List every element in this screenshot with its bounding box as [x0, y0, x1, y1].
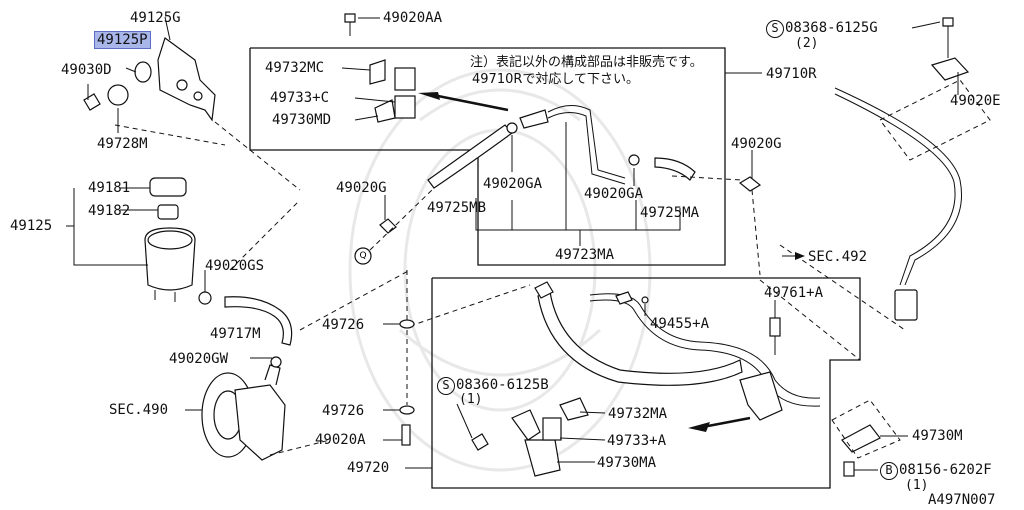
label-sec492: SEC.492 [808, 249, 868, 265]
reservoir-tank [66, 177, 196, 302]
label-49720: 49720 [347, 460, 390, 476]
label-08156-qty: (1) [905, 478, 929, 493]
label-49030D: 49030D [61, 62, 112, 78]
label-49020GA-1: 49020GA [483, 176, 543, 192]
label-49725MB: 49725MB [427, 200, 487, 216]
label-49020A: 49020A [315, 432, 366, 448]
figure-code: A497N007 [928, 492, 996, 508]
label-sec490: SEC.490 [109, 402, 169, 418]
label-49733A: 49733+A [607, 433, 667, 449]
label-08360-qty: (1) [459, 392, 483, 407]
clamp-49730M [831, 399, 908, 477]
label-49717M: 49717M [210, 326, 261, 342]
pressure-hose-assembly [299, 269, 821, 477]
box-49710R [249, 47, 726, 266]
label-49181: 49181 [88, 180, 131, 196]
bolt-symbol: B [880, 462, 898, 480]
label-49020G-left: 49020G [336, 180, 387, 196]
label-49726-2: 49726 [322, 403, 365, 419]
label-49728M: 49728M [97, 136, 148, 152]
note-line-2: 49710Rで対応して下さい。 [472, 72, 639, 87]
label-49455A: 49455+A [650, 316, 710, 332]
label-49020E: 49020E [950, 93, 1001, 109]
label-49730MD: 49730MD [272, 112, 332, 128]
reference-marker-q: Q [359, 251, 367, 261]
clamp-right [738, 150, 762, 276]
box-49720 [431, 277, 861, 489]
label-49725MA: 49725MA [640, 205, 700, 221]
label-49732MA: 49732MA [608, 406, 668, 422]
clamp-left [354, 189, 433, 265]
screw-symbol: S [766, 20, 784, 38]
label-49761A: 49761+A [764, 285, 824, 301]
label-49125: 49125 [10, 218, 53, 234]
label-08368-qty: (2) [795, 36, 819, 51]
screw-symbol: S [437, 377, 455, 395]
label-49723MA: 49723MA [555, 247, 615, 263]
label-49020AA: 49020AA [383, 10, 443, 26]
note-line-1: 注）表記以外の構成部品は非販売です。 [470, 55, 703, 70]
label-49710R: 49710R [766, 66, 817, 82]
label-49730M: 49730M [912, 428, 963, 444]
reservoir-bracket [83, 16, 216, 133]
label-49182: 49182 [88, 203, 131, 219]
label-49125P-highlighted[interactable]: 49125P [94, 31, 151, 49]
label-49020GS: 49020GS [205, 258, 265, 274]
return-pipe-assembly [341, 59, 743, 246]
bolt-49020AA [344, 13, 380, 36]
label-49020G-right: 49020G [731, 136, 782, 152]
label-49733C: 49733+C [270, 90, 330, 106]
washers-and-bolt [383, 270, 415, 446]
power-steering-pump [185, 356, 286, 461]
label-49726-1: 49726 [322, 317, 365, 333]
label-49020GW: 49020GW [169, 351, 229, 367]
label-49732MC: 49732MC [265, 60, 325, 76]
return-hose [198, 270, 293, 346]
label-49125G: 49125G [130, 10, 181, 26]
label-49730MA: 49730MA [597, 455, 657, 471]
label-49020GA-2: 49020GA [584, 186, 644, 202]
harness-clip [779, 17, 991, 331]
